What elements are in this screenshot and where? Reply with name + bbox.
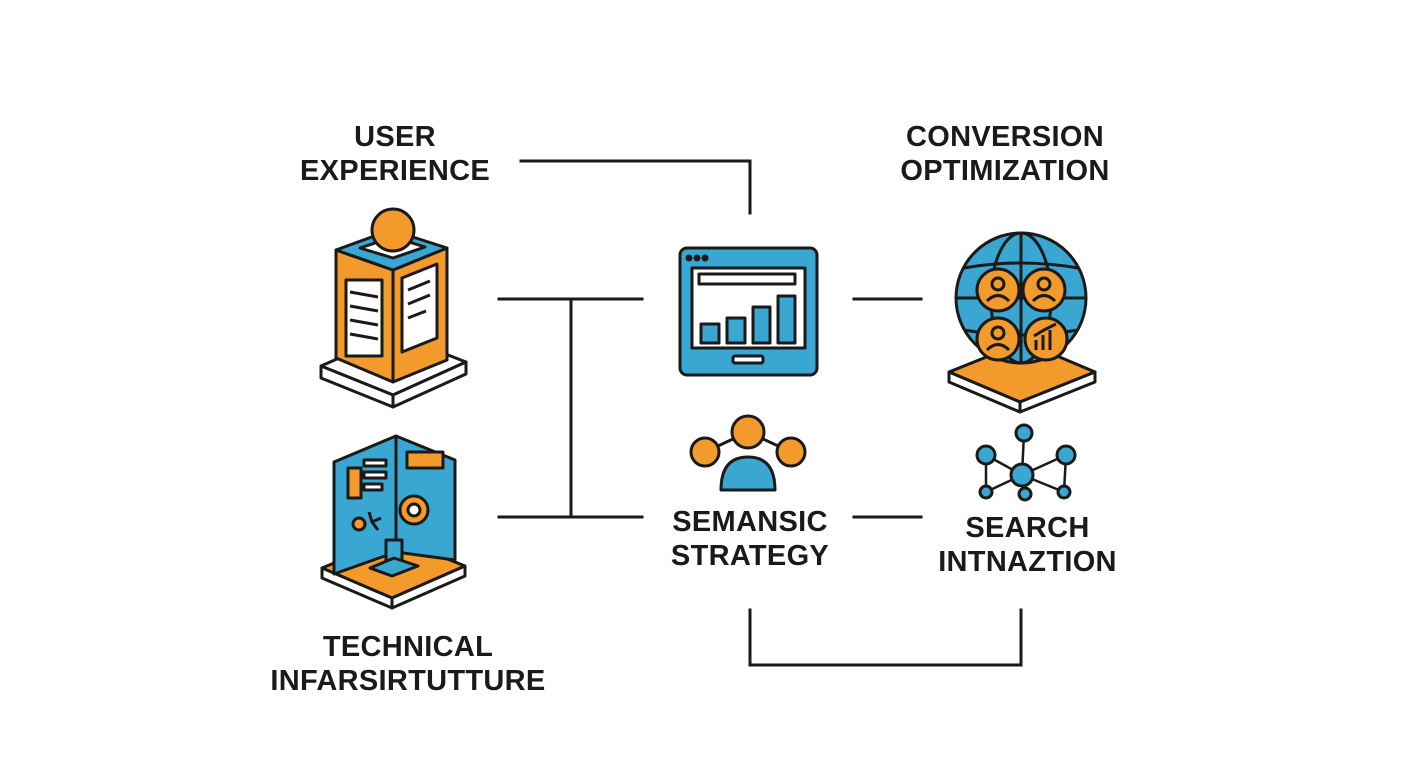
globe-users-icon — [947, 231, 1097, 414]
label-user-experience-line2: EXPERIENCE — [300, 155, 490, 187]
label-technical-line1: TECHNICAL — [322, 631, 494, 663]
connector-ux-dashboard — [519, 159, 752, 215]
label-conversion-line1: CONVERSION — [906, 121, 1104, 153]
connector-lines — [497, 159, 1023, 667]
label-user-experience: USER EXPERIENCE — [290, 120, 500, 188]
label-semantic-strategy: SEMANSIC STRATEGY — [645, 505, 855, 573]
label-search-line2: INTNAZTION — [938, 546, 1117, 578]
label-technical-infrastructure: TECHNICAL INFARSIRTUTTURE — [268, 630, 548, 698]
label-semantic-line1: SEMANSIC — [672, 506, 828, 538]
user-network-icon — [689, 414, 807, 492]
dashboard-monitor-icon — [678, 246, 819, 377]
server-room-icon — [320, 434, 467, 610]
building-icon — [319, 207, 468, 409]
connector-bottom-bracket — [748, 608, 1023, 667]
label-conversion-line2: OPTIMIZATION — [900, 155, 1110, 187]
label-conversion-optimization: CONVERSION OPTIMIZATION — [880, 120, 1130, 188]
label-search-line1: SEARCH — [965, 512, 1090, 544]
label-semantic-line2: STRATEGY — [670, 540, 830, 572]
label-user-experience-line1: USER — [354, 121, 436, 153]
label-technical-line2: INFARSIRTUTTURE — [270, 665, 546, 697]
label-search-intent: SEARCH INTNAZTION — [915, 511, 1140, 579]
node-network-icon — [975, 423, 1077, 502]
